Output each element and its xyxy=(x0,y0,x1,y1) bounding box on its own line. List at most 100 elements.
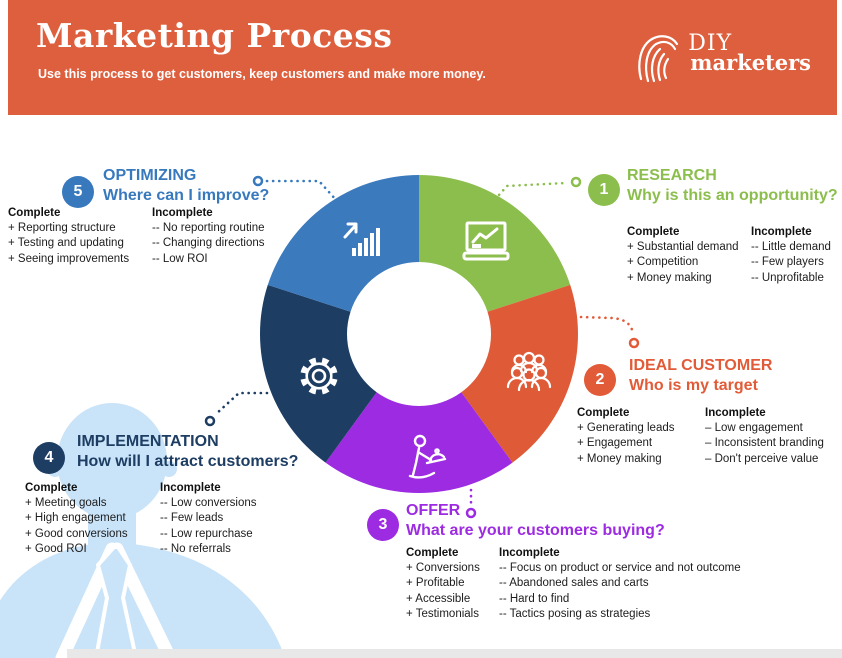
list-item: + Seeing improvements xyxy=(8,252,130,265)
page-title: Marketing Process xyxy=(36,16,393,55)
list-item: + Good ROI xyxy=(25,542,87,555)
list-item: + Testing and updating xyxy=(8,237,124,250)
incomplete-list: -- Little demand -- Few players -- Unprofi… xyxy=(751,240,831,286)
section-question: What are your customers buying? xyxy=(406,522,665,539)
complete-header: Complete xyxy=(8,207,61,219)
list-item: -- Few players xyxy=(751,256,824,269)
donut-segment-offer xyxy=(325,392,513,493)
list-item: -- Hard to find xyxy=(499,592,570,605)
complete-header: Complete xyxy=(577,407,630,419)
incomplete-list: -- Focus on product or service and not o… xyxy=(499,561,741,622)
list-item: -- Little demand xyxy=(751,241,831,254)
footer-strip xyxy=(67,649,842,658)
donut-segment-research xyxy=(419,175,571,312)
fingerprint-icon xyxy=(638,35,679,83)
incomplete-list: – Low engagement – Inconsistent branding –… xyxy=(705,421,824,467)
list-item: – Don't perceive value xyxy=(705,452,819,465)
step-badge-optimizing: 5 xyxy=(62,176,94,208)
complete-list: + Generating leads + Engagement + Money ma… xyxy=(577,421,705,467)
complete-list: + Substantial demand + Competition + Money… xyxy=(627,240,751,286)
list-item: -- No reporting routine xyxy=(152,222,265,235)
section-lists-research: Complete + Substantial demand + Competiti… xyxy=(627,225,831,286)
list-item: + Engagement xyxy=(577,437,653,450)
growth-chart-icon xyxy=(343,222,380,256)
incomplete-header: Incomplete xyxy=(499,547,560,559)
logo-line2: marketers xyxy=(690,50,811,75)
donut-segment-optimizing xyxy=(267,175,419,312)
section-question: How will I attract customers? xyxy=(77,453,299,470)
donut-segment-implementation xyxy=(260,284,377,463)
section-name: OFFER xyxy=(406,502,461,519)
donut-segment-ideal-customer xyxy=(461,284,578,463)
step-badge-offer: 3 xyxy=(367,509,399,541)
list-item: + Profitable xyxy=(406,577,465,590)
list-item: -- Low repurchase xyxy=(160,527,253,540)
customers-group-icon xyxy=(506,351,552,391)
list-item: + Testimonials xyxy=(406,607,479,620)
incomplete-list: -- Low conversions -- Few leads -- Low rep… xyxy=(160,496,257,557)
incomplete-header: Incomplete xyxy=(705,407,766,419)
list-item: -- Few leads xyxy=(160,512,224,525)
incomplete-header: Incomplete xyxy=(152,207,213,219)
step-badge-ideal-customer: 2 xyxy=(584,364,616,396)
list-item: -- No referrals xyxy=(160,542,231,555)
section-question: Why is this an opportunity? xyxy=(627,187,838,204)
list-item: -- Tactics posing as strategies xyxy=(499,607,651,620)
connector-dot-ideal-customer xyxy=(628,337,640,349)
incomplete-list: -- No reporting routine -- Changing direc… xyxy=(152,221,265,267)
waiter-offer-icon xyxy=(408,434,447,479)
section-lists-offer: Complete + Conversions+ Profitable+ Acce… xyxy=(406,546,741,622)
header-banner: Marketing Process Use this process to ge… xyxy=(8,0,837,115)
presentation-chart-icon xyxy=(462,221,510,261)
diy-marketers-logo: DIY marketers xyxy=(637,33,811,83)
section-title-ideal-customer: IDEAL CUSTOMER Who is my target xyxy=(629,356,772,396)
gear-icon xyxy=(300,357,338,395)
list-item: + Meeting goals xyxy=(25,497,107,510)
section-name: RESEARCH xyxy=(627,167,717,184)
section-title-implementation: IMPLEMENTATION How will I attract custom… xyxy=(77,432,298,472)
list-item: + Substantial demand xyxy=(627,241,739,254)
list-item: + Good conversions xyxy=(25,527,128,540)
list-item: -- Low conversions xyxy=(160,497,257,510)
section-title-research: RESEARCH Why is this an opportunity? xyxy=(627,166,838,206)
section-name: OPTIMIZING xyxy=(103,167,197,184)
list-item: – Low engagement xyxy=(705,422,803,435)
complete-header: Complete xyxy=(25,482,78,494)
complete-list: + Conversions+ Profitable+ Accessible+ T… xyxy=(406,561,499,622)
list-item: -- Low ROI xyxy=(152,252,208,265)
logo-line1: DIY xyxy=(688,31,733,56)
complete-list: + Meeting goals + High engagement + Good c… xyxy=(25,496,160,557)
person-silhouette xyxy=(0,403,285,658)
marketing-process-donut-chart xyxy=(260,175,578,493)
section-title-offer: OFFER What are your customers buying? xyxy=(406,501,665,541)
list-item: -- Abandoned sales and carts xyxy=(499,577,649,590)
section-lists-optimizing: Complete + Reporting structure+ Testing … xyxy=(8,206,265,267)
list-item: + Money making xyxy=(627,271,712,284)
section-question: Who is my target xyxy=(629,377,758,394)
step-badge-implementation: 4 xyxy=(33,442,65,474)
page-subtitle: Use this process to get customers, keep … xyxy=(38,67,486,81)
list-item: -- Changing directions xyxy=(152,237,265,250)
list-item: + Accessible xyxy=(406,592,471,605)
list-item: + Competition xyxy=(627,256,699,269)
section-name: IMPLEMENTATION xyxy=(77,433,219,450)
complete-header: Complete xyxy=(406,547,459,559)
section-question: Where can I improve? xyxy=(103,187,270,204)
connector-ideal-customer xyxy=(579,315,635,336)
section-lists-implementation: Complete + Meeting goals + High engagemen… xyxy=(25,481,257,557)
list-item: -- Unprofitable xyxy=(751,271,824,284)
incomplete-header: Incomplete xyxy=(160,482,221,494)
list-item: + Generating leads xyxy=(577,422,675,435)
list-item: – Inconsistent branding xyxy=(705,437,824,450)
list-item: + Money making xyxy=(577,452,662,465)
section-lists-ideal-customer: Complete + Generating leads+ Engagement+… xyxy=(577,406,824,467)
list-item: + High engagement xyxy=(25,512,126,525)
section-title-optimizing: OPTIMIZING Where can I improve? xyxy=(103,166,269,206)
list-item: -- Focus on product or service and not o… xyxy=(499,562,741,575)
complete-list: + Reporting structure+ Testing and updat… xyxy=(8,221,152,267)
section-name: IDEAL CUSTOMER xyxy=(629,357,773,374)
complete-header: Complete xyxy=(627,226,680,238)
incomplete-header: Incomplete xyxy=(751,226,812,238)
step-badge-research: 1 xyxy=(588,174,620,206)
